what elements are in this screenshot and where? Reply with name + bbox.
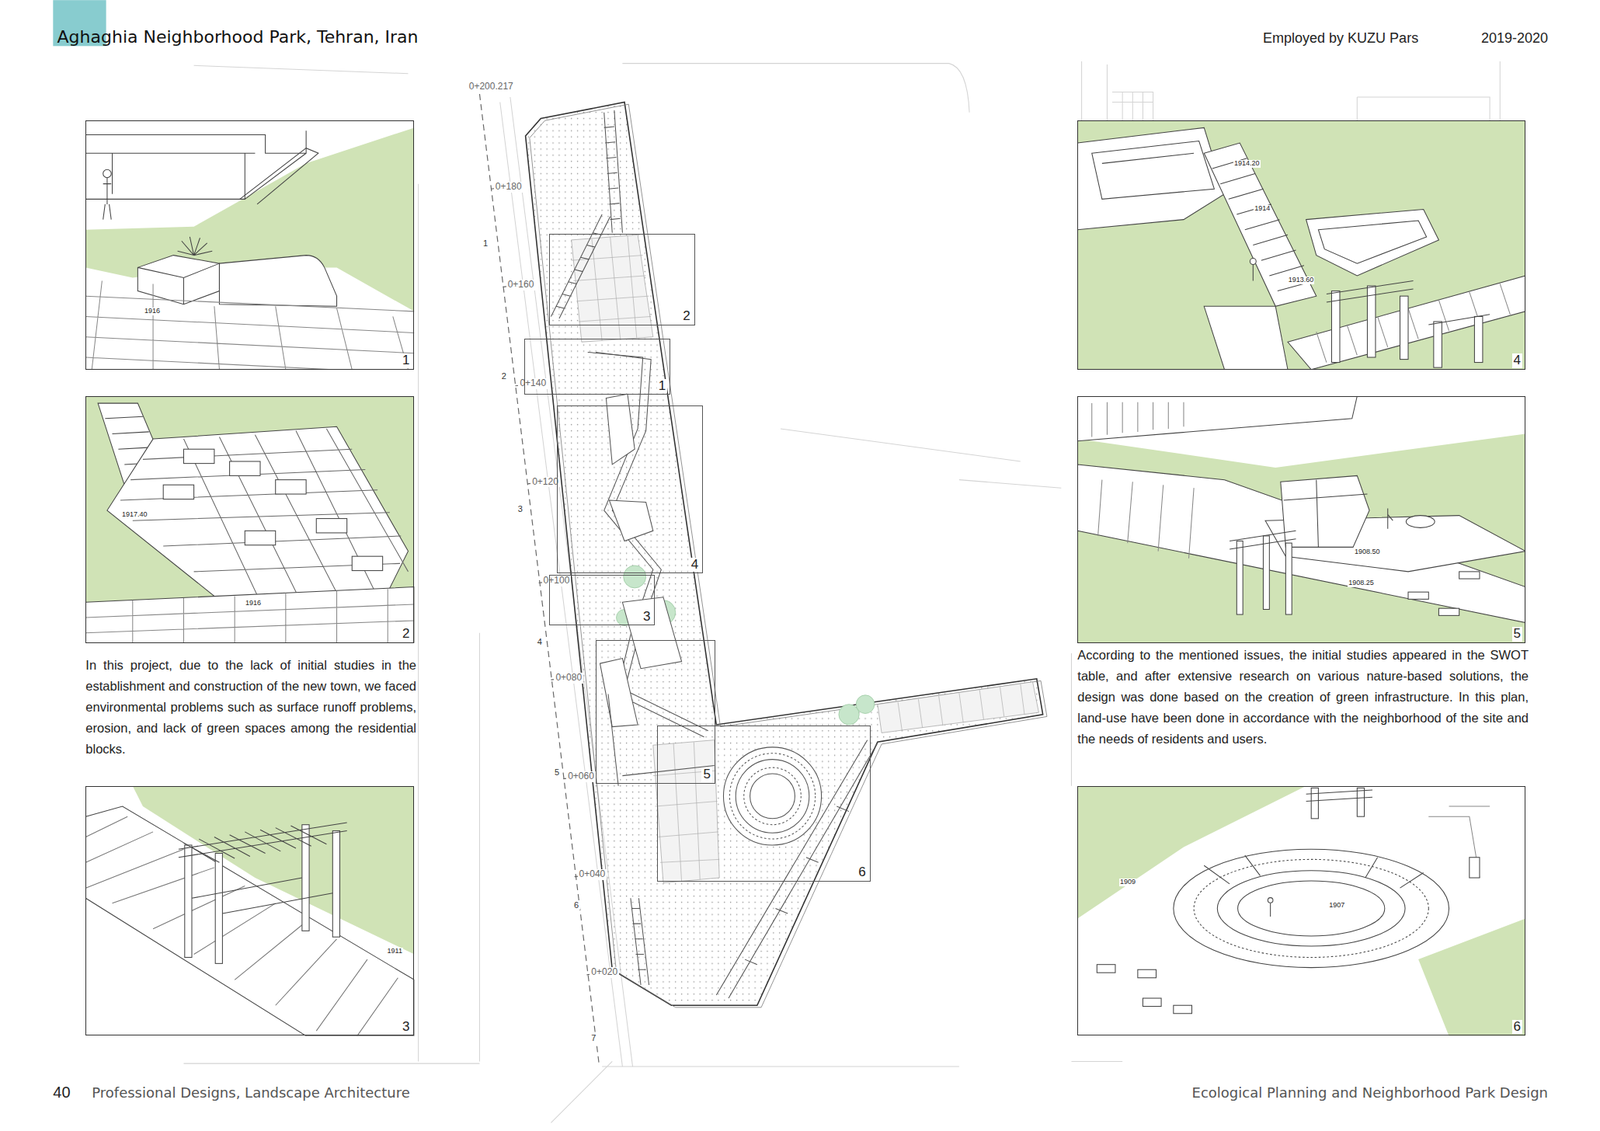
callout-number: 6 — [856, 865, 867, 880]
axis-number: 5 — [553, 767, 561, 778]
detail-sketch-6 — [1077, 786, 1526, 1037]
callout-number: 1 — [400, 353, 411, 369]
plan-detail-box: 3 — [549, 574, 656, 627]
detail-panel: 1917.40 1916 2 — [85, 396, 414, 644]
axis-number: 2 — [500, 371, 508, 382]
elevation-label: 1908.25 — [1347, 579, 1375, 588]
axis-number: 7 — [589, 1033, 598, 1044]
axis-number: 1 — [481, 238, 490, 249]
detail-sketch-2 — [85, 396, 414, 644]
elevation-label: 1916 — [143, 307, 161, 316]
chainage-label: 0+080 — [553, 672, 584, 684]
site-plan — [479, 93, 1047, 1064]
detail-sketch-3 — [85, 786, 414, 1037]
callout-number: 3 — [400, 1019, 411, 1035]
callout-number: 4 — [689, 557, 700, 573]
elevation-label: 1911 — [386, 947, 404, 956]
elevation-label: 1914.20 — [1233, 160, 1261, 168]
description-paragraph: In this project, due to the lack of init… — [85, 654, 417, 760]
detail-panel: 1916 1 — [85, 120, 414, 370]
elevation-label: 1916 — [244, 599, 262, 608]
chainage-label: 0+020 — [589, 966, 620, 978]
chainage-label: 0+140 — [518, 378, 548, 390]
axis-number: 4 — [535, 636, 544, 647]
chainage-label: 0+040 — [577, 869, 608, 880]
detail-panel: 1911 3 — [85, 786, 414, 1037]
chainage-label: 0+120 — [530, 476, 560, 488]
callout-number: 2 — [681, 309, 692, 324]
chainage-label: 0+180 — [493, 181, 524, 193]
chainage-label: 0+060 — [566, 771, 596, 783]
elevation-label: 1917.40 — [121, 511, 149, 519]
plan-detail-box: 6 — [657, 725, 871, 882]
elevation-label: 1908.50 — [1353, 548, 1381, 557]
callout-number: 5 — [1512, 626, 1523, 642]
section-title: Professional Designs, Landscape Architec… — [91, 1085, 410, 1102]
plan-detail-box: 4 — [556, 405, 703, 574]
elevation-label: 1913.60 — [1287, 276, 1315, 285]
detail-panel: 1909 1907 6 — [1077, 786, 1526, 1037]
callout-number: 4 — [1512, 353, 1523, 369]
page-title: Aghaghia Neighborhood Park, Tehran, Iran — [57, 27, 419, 47]
detail-panel: 1908.50 1908.25 5 — [1077, 396, 1526, 644]
plan-detail-box: 2 — [549, 233, 696, 326]
chainage-label: 0+200.217 — [467, 81, 515, 93]
description-paragraph: According to the mentioned issues, the i… — [1077, 644, 1529, 750]
callout-number: 3 — [641, 609, 652, 625]
detail-sketch-5 — [1077, 396, 1526, 644]
axis-number: 3 — [516, 504, 525, 515]
callout-number: 1 — [657, 379, 668, 394]
callout-number: 2 — [400, 626, 411, 642]
callout-number: 6 — [1512, 1019, 1523, 1035]
elevation-label: 1907 — [1328, 901, 1346, 910]
elevation-label: 1914 — [1253, 205, 1271, 213]
callout-number: 5 — [701, 767, 712, 783]
detail-sketch-4 — [1077, 120, 1526, 370]
axis-number: 6 — [572, 900, 581, 911]
employer-note: Employed by KUZU Pars — [1262, 30, 1419, 47]
plan-detail-box: 1 — [524, 338, 671, 395]
page-number: 40 — [52, 1083, 70, 1102]
detail-sketch-1 — [85, 127, 414, 369]
chapter-title: Ecological Planning and Neighborhood Par… — [1192, 1085, 1548, 1102]
chainage-label: 0+160 — [506, 279, 536, 291]
plan-detail-box: 5 — [595, 640, 716, 784]
chainage-label: 0+100 — [542, 575, 572, 587]
elevation-label: 1909 — [1119, 878, 1137, 887]
detail-panel: 1914.20 1914 1913.60 4 — [1077, 120, 1526, 370]
date-range: 2019-2020 — [1481, 30, 1548, 47]
